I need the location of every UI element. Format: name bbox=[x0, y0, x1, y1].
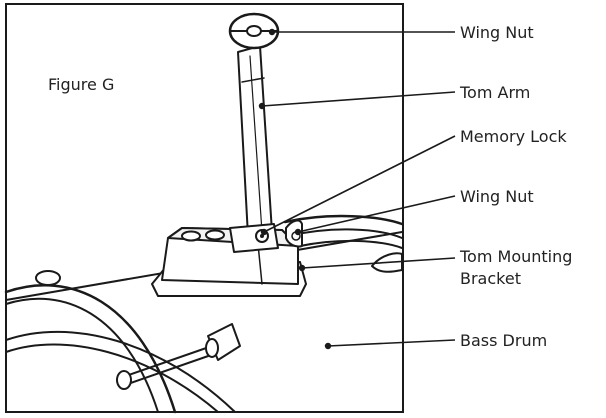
tom-arm-rod bbox=[237, 45, 273, 237]
leader-tom-arm bbox=[261, 91, 456, 107]
drum-illustration bbox=[4, 12, 404, 414]
leader-dots bbox=[258, 28, 332, 350]
label-tom-mounting-bracket-line1: Tom Mounting bbox=[459, 247, 572, 266]
leader-memory-lock bbox=[263, 135, 456, 233]
leader-wing-nut-mid bbox=[297, 195, 456, 233]
tension-rod-lower bbox=[121, 353, 215, 387]
tension-lug-left bbox=[35, 270, 61, 286]
dot-wing-nut-mid bbox=[294, 228, 302, 236]
dot-wing-nut-top bbox=[268, 28, 276, 36]
tom-arm-highlight bbox=[249, 55, 263, 233]
figure-title: Figure G bbox=[48, 75, 114, 94]
drum-hoop-rim-inner bbox=[5, 343, 219, 413]
label-wing-nut-top: Wing Nut bbox=[460, 23, 534, 42]
drum-hoop-rim bbox=[5, 330, 236, 413]
tension-key-ring bbox=[205, 338, 219, 358]
tension-rod bbox=[119, 345, 213, 379]
drum-hoop-inner bbox=[5, 297, 159, 413]
leader-bass-drum bbox=[327, 339, 456, 347]
leader-tom-mounting-bracket bbox=[301, 257, 456, 269]
dot-bass-drum bbox=[324, 342, 332, 350]
label-memory-lock: Memory Lock bbox=[460, 127, 567, 146]
label-tom-arm: Tom Arm bbox=[459, 83, 530, 102]
top-wing-nut-hub bbox=[246, 25, 262, 37]
bracket-socket-left bbox=[181, 230, 201, 242]
label-tom-mounting-bracket-line2: Bracket bbox=[460, 269, 521, 288]
dot-tom-mounting-bracket bbox=[298, 264, 306, 272]
illustration-frame bbox=[5, 3, 404, 413]
label-bass-drum: Bass Drum bbox=[460, 331, 547, 350]
tom-hoop-rim bbox=[299, 239, 403, 249]
bracket-socket-right bbox=[205, 229, 225, 241]
dot-memory-lock bbox=[260, 228, 268, 236]
tension-rod-end bbox=[116, 370, 132, 390]
label-wing-nut-mid: Wing Nut bbox=[460, 187, 534, 206]
tom-arm-seam bbox=[241, 77, 265, 83]
dot-tom-arm bbox=[258, 102, 266, 110]
leader-lines bbox=[261, 31, 456, 347]
tom-hoop-outer bbox=[283, 214, 404, 226]
